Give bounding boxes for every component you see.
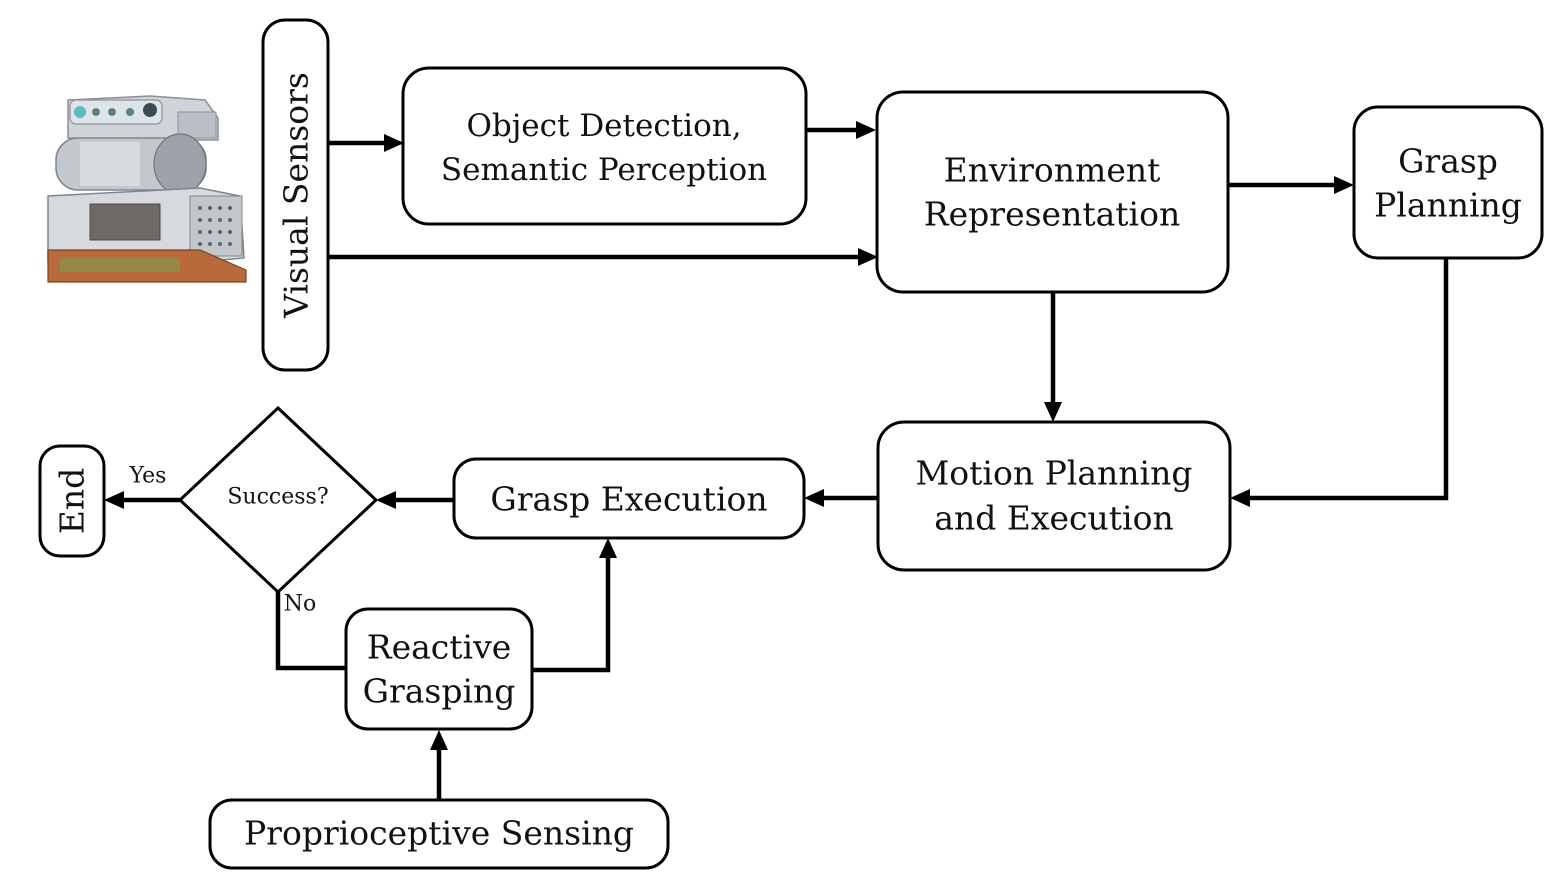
environment-label-line-1: Environment (944, 151, 1161, 190)
grasp-planning-label-line-1: Grasp (1398, 142, 1498, 181)
grasp-execution-label: Grasp Execution (490, 480, 767, 519)
yes-edge-label: Yes (129, 464, 167, 489)
reactive-grasping-label-line-1: Reactive (367, 628, 512, 667)
motion-planning-label-line-1: Motion Planning (916, 454, 1193, 493)
proprioceptive-label: Proprioceptive Sensing (244, 814, 634, 853)
robot-illustration (47, 95, 247, 283)
object-detection-node: Object Detection, Semantic Perception (401, 66, 808, 226)
connectors (104, 121, 1449, 800)
proprioceptive-node: Proprioceptive Sensing (208, 798, 670, 870)
visual-sensors-node: Visual Sensors (261, 18, 330, 372)
end-node: End (38, 444, 106, 558)
reactive-grasping-node: Reactive Grasping (344, 607, 534, 731)
motion-planning-node: Motion Planning and Execution (876, 420, 1232, 572)
grasp-execution-node: Grasp Execution (452, 457, 806, 540)
grasp-planning-node: Grasp Planning (1352, 105, 1544, 260)
grasp-planning-label-line-2: Planning (1374, 186, 1522, 225)
success-decision-node: Success? (177, 405, 379, 595)
object-detection-label-line-1: Object Detection, (466, 108, 741, 144)
success-label: Success? (227, 485, 328, 510)
reactive-grasping-label-line-2: Grasping (363, 672, 516, 711)
object-detection-label-line-2: Semantic Perception (441, 152, 767, 188)
no-edge-label: No (284, 592, 317, 617)
motion-planning-label-line-2: and Execution (934, 499, 1173, 538)
visual-sensors-label: Visual Sensors (277, 72, 316, 319)
environment-label-line-2: Representation (924, 195, 1180, 234)
environment-node: Environment Representation (875, 90, 1230, 294)
end-label: End (53, 468, 92, 534)
